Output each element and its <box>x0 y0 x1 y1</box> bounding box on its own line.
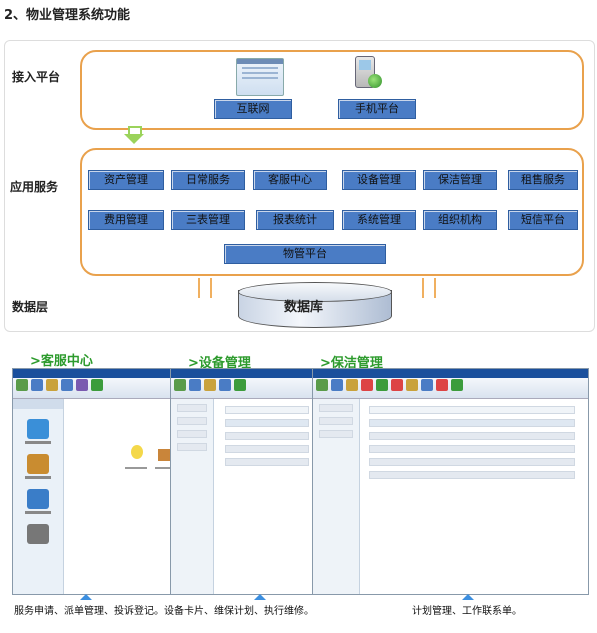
pointer-triangle-1 <box>80 594 92 600</box>
module-asset: 资产管理 <box>88 170 164 190</box>
database-cylinder-top <box>238 282 392 302</box>
screenshot-cleaning <box>312 368 589 595</box>
arrow-down-shaft <box>128 126 142 134</box>
module-fees: 费用管理 <box>88 210 164 230</box>
database-label: 数据库 <box>284 300 324 315</box>
screenshot-equipment <box>170 368 322 595</box>
double-arrow-left-icon <box>198 278 212 298</box>
pointer-triangle-3 <box>462 594 474 600</box>
module-mobile-platform: 手机平台 <box>338 99 416 119</box>
caption-right: 计划管理、工作联系单。 <box>412 606 522 617</box>
module-cleaning: 保洁管理 <box>423 170 497 190</box>
internet-icon <box>236 58 284 96</box>
section-cleaning: >保洁管理 <box>320 356 383 371</box>
module-rental-sales: 租售服务 <box>508 170 578 190</box>
module-daily-service: 日常服务 <box>171 170 245 190</box>
app-layer-label: 应用服务 <box>10 180 59 194</box>
access-layer-frame <box>80 50 584 130</box>
data-layer-label: 数据层 <box>12 300 49 314</box>
arrow-down-icon <box>124 134 144 144</box>
module-system: 系统管理 <box>342 210 416 230</box>
module-property-platform: 物管平台 <box>224 244 386 264</box>
module-internet: 互联网 <box>214 99 292 119</box>
module-customer-center: 客服中心 <box>253 170 327 190</box>
pointer-triangle-2 <box>254 594 266 600</box>
caption-left: 服务申请、派单管理、投诉登记。设备卡片、维保计划、执行维修。 <box>14 606 314 617</box>
architecture-diagram <box>4 40 595 332</box>
section-equipment: >设备管理 <box>188 356 251 371</box>
module-meters: 三表管理 <box>171 210 245 230</box>
access-layer-label: 接入平台 <box>12 70 61 84</box>
module-reports: 报表统计 <box>256 210 334 230</box>
module-organization: 组织机构 <box>423 210 497 230</box>
module-sms: 短信平台 <box>508 210 578 230</box>
screenshots-area <box>12 368 589 595</box>
globe-icon <box>368 74 382 88</box>
section-customer-center: >客服中心 <box>30 354 93 369</box>
double-arrow-right-icon <box>422 278 436 298</box>
lightbulb-icon <box>131 445 143 459</box>
page-heading: 2、物业管理系统功能 <box>4 8 131 23</box>
module-equipment: 设备管理 <box>342 170 416 190</box>
